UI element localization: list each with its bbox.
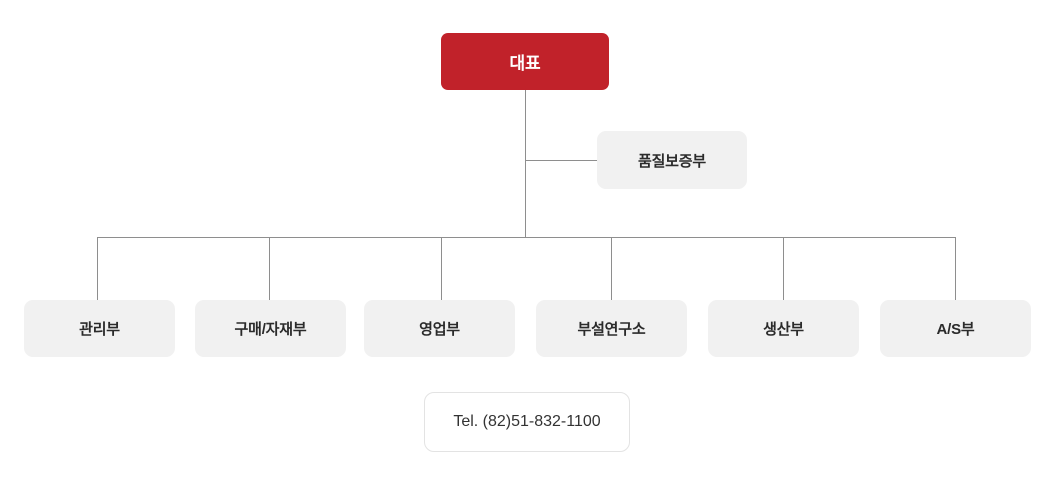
- org-node-root[interactable]: 대표: [441, 33, 609, 90]
- connector-department-bus: [97, 237, 956, 238]
- org-node-department-4-label: 부설연구소: [577, 321, 646, 338]
- connector-drop-3: [441, 237, 442, 300]
- connector-drop-2: [269, 237, 270, 300]
- org-node-department-3[interactable]: 영업부: [364, 300, 515, 357]
- org-node-department-2[interactable]: 구매/자재부: [195, 300, 346, 357]
- org-node-quality-assurance[interactable]: 품질보증부: [597, 131, 747, 189]
- org-node-department-5[interactable]: 생산부: [708, 300, 859, 357]
- org-node-department-4[interactable]: 부설연구소: [536, 300, 687, 357]
- org-node-department-1[interactable]: 관리부: [24, 300, 175, 357]
- org-node-root-label: 대표: [509, 54, 541, 73]
- org-node-department-2-label: 구매/자재부: [234, 321, 307, 338]
- contact-phone-box[interactable]: Tel. (82)51-832-1100: [424, 392, 630, 452]
- org-node-department-6[interactable]: A/S부: [880, 300, 1031, 357]
- org-node-department-5-label: 생산부: [763, 321, 804, 338]
- org-node-department-3-label: 영업부: [419, 321, 460, 338]
- contact-phone-label: Tel. (82)51-832-1100: [453, 413, 601, 430]
- connector-drop-5: [783, 237, 784, 300]
- connector-drop-4: [611, 237, 612, 300]
- connector-root-spine: [525, 90, 526, 238]
- org-node-quality-assurance-label: 품질보증부: [637, 152, 706, 170]
- org-node-department-1-label: 관리부: [79, 321, 120, 338]
- connector-to-quality-assurance: [525, 160, 597, 161]
- org-node-department-6-label: A/S부: [936, 321, 975, 338]
- connector-drop-6: [955, 237, 956, 300]
- connector-drop-1: [97, 237, 98, 300]
